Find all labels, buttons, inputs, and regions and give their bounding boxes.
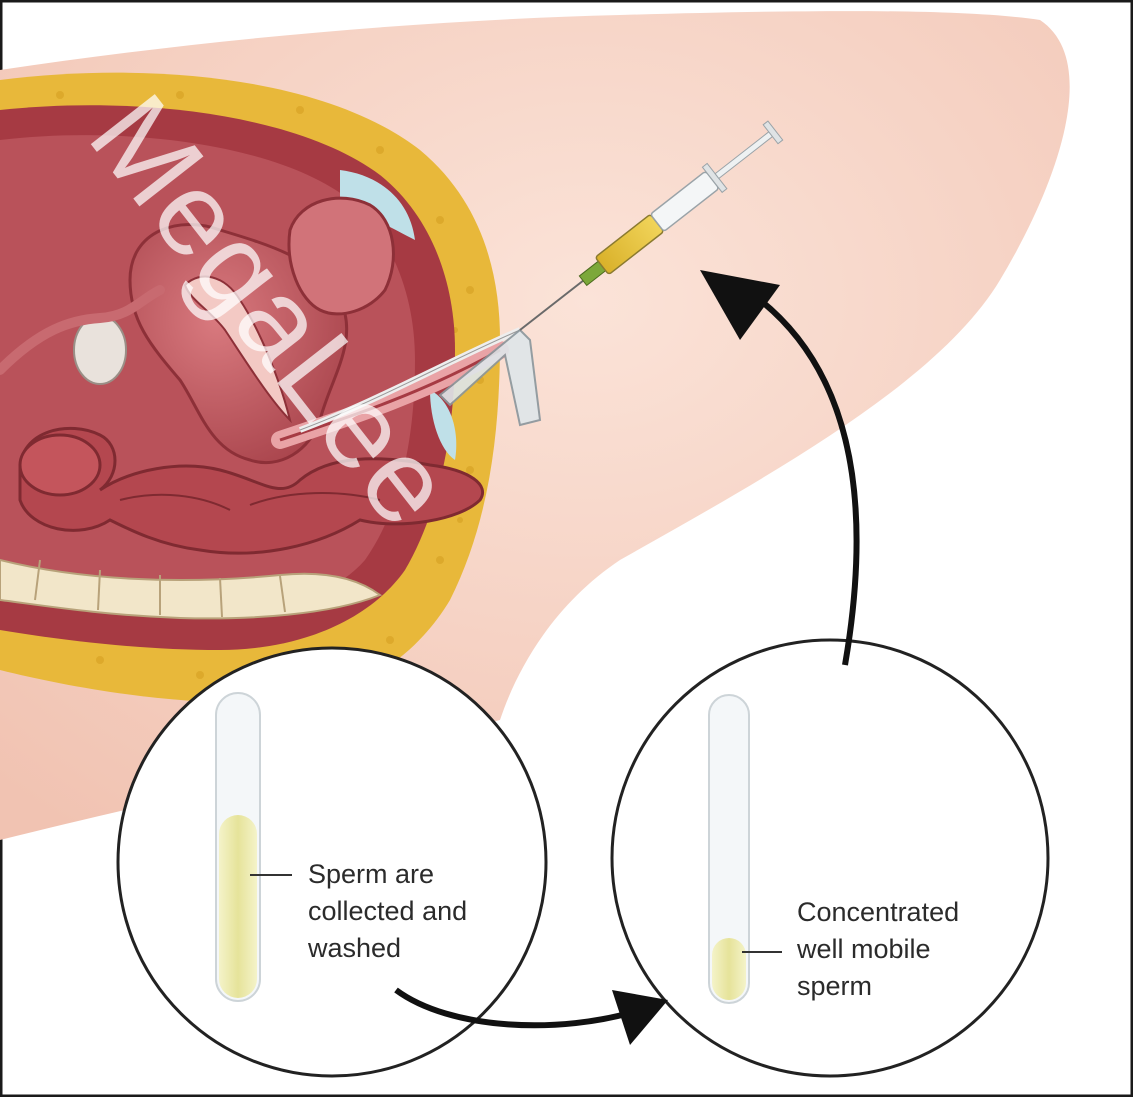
label-collected-washed: Sperm are collected and washed [308, 856, 528, 967]
label-concentrated-sperm: Concentrated well mobile sperm [797, 894, 1017, 1005]
rectum [20, 435, 100, 495]
callout-circle-concentrated [612, 640, 1048, 1076]
ovary [74, 316, 126, 384]
